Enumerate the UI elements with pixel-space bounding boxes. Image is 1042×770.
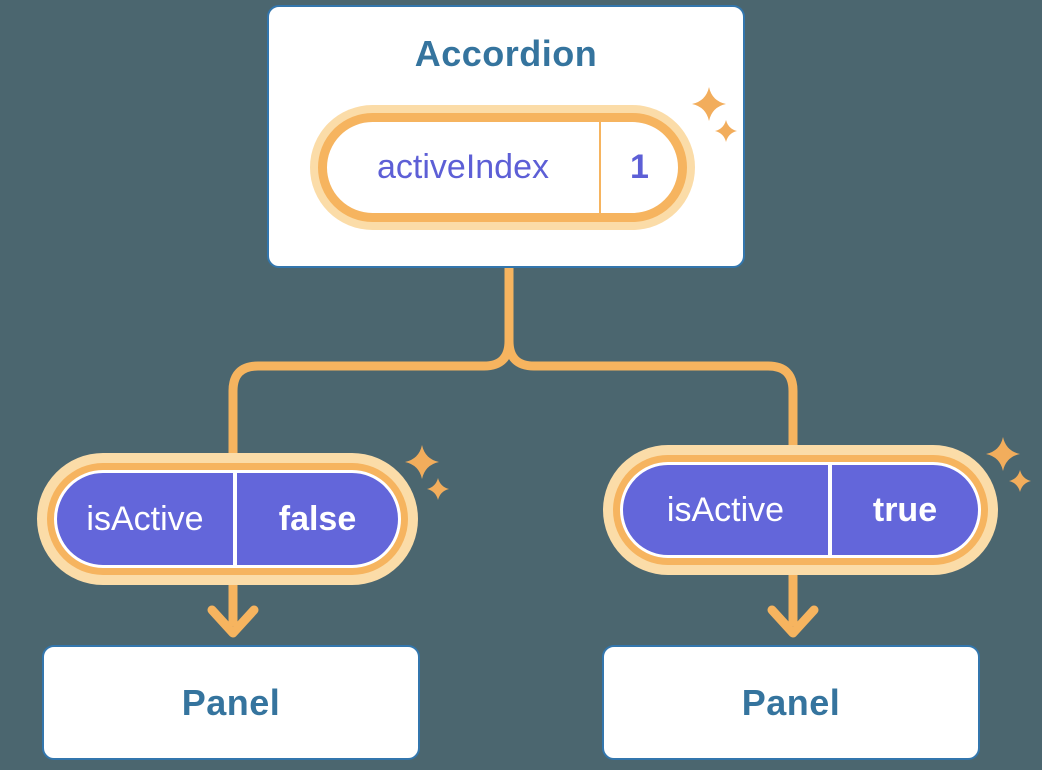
connector-right-branch: [504, 268, 798, 449]
state-pill-label: activeIndex: [377, 148, 549, 186]
prop-pill-value: false: [278, 499, 357, 538]
arrow-left-head: [207, 605, 259, 638]
arrow-right-head: [767, 605, 819, 638]
arrow-down-right-icon: [767, 575, 819, 638]
prop-pill-isactive-true: isActive true: [620, 462, 981, 558]
accordion-component-card: Accordion activeIndex 1: [267, 5, 745, 268]
arrow-down-left-icon: [207, 583, 259, 638]
prop-pill-label: isActive: [86, 499, 204, 538]
prop-pill-divider: [828, 465, 832, 555]
prop-pill-label: isActive: [666, 490, 785, 529]
prop-pill-divider: [233, 473, 237, 565]
state-pill-value: 1: [630, 148, 649, 186]
state-pill-divider: [599, 122, 601, 213]
sparkle-icon: [405, 445, 439, 479]
panel-component-card-left: Panel: [42, 645, 420, 760]
connector-left-branch: [228, 268, 514, 457]
state-pill-activeindex: activeIndex 1: [318, 113, 687, 222]
sparkle-icon: [427, 478, 449, 500]
panel-component-card-right: Panel: [602, 645, 980, 760]
prop-pill-value: true: [872, 490, 938, 529]
sparkle-icon: [986, 437, 1020, 471]
panel-title: Panel: [741, 681, 841, 723]
accordion-title: Accordion: [414, 33, 598, 74]
sparkle-icon: [1009, 470, 1031, 492]
prop-pill-isactive-false: isActive false: [54, 470, 401, 568]
panel-title: Panel: [181, 681, 281, 723]
